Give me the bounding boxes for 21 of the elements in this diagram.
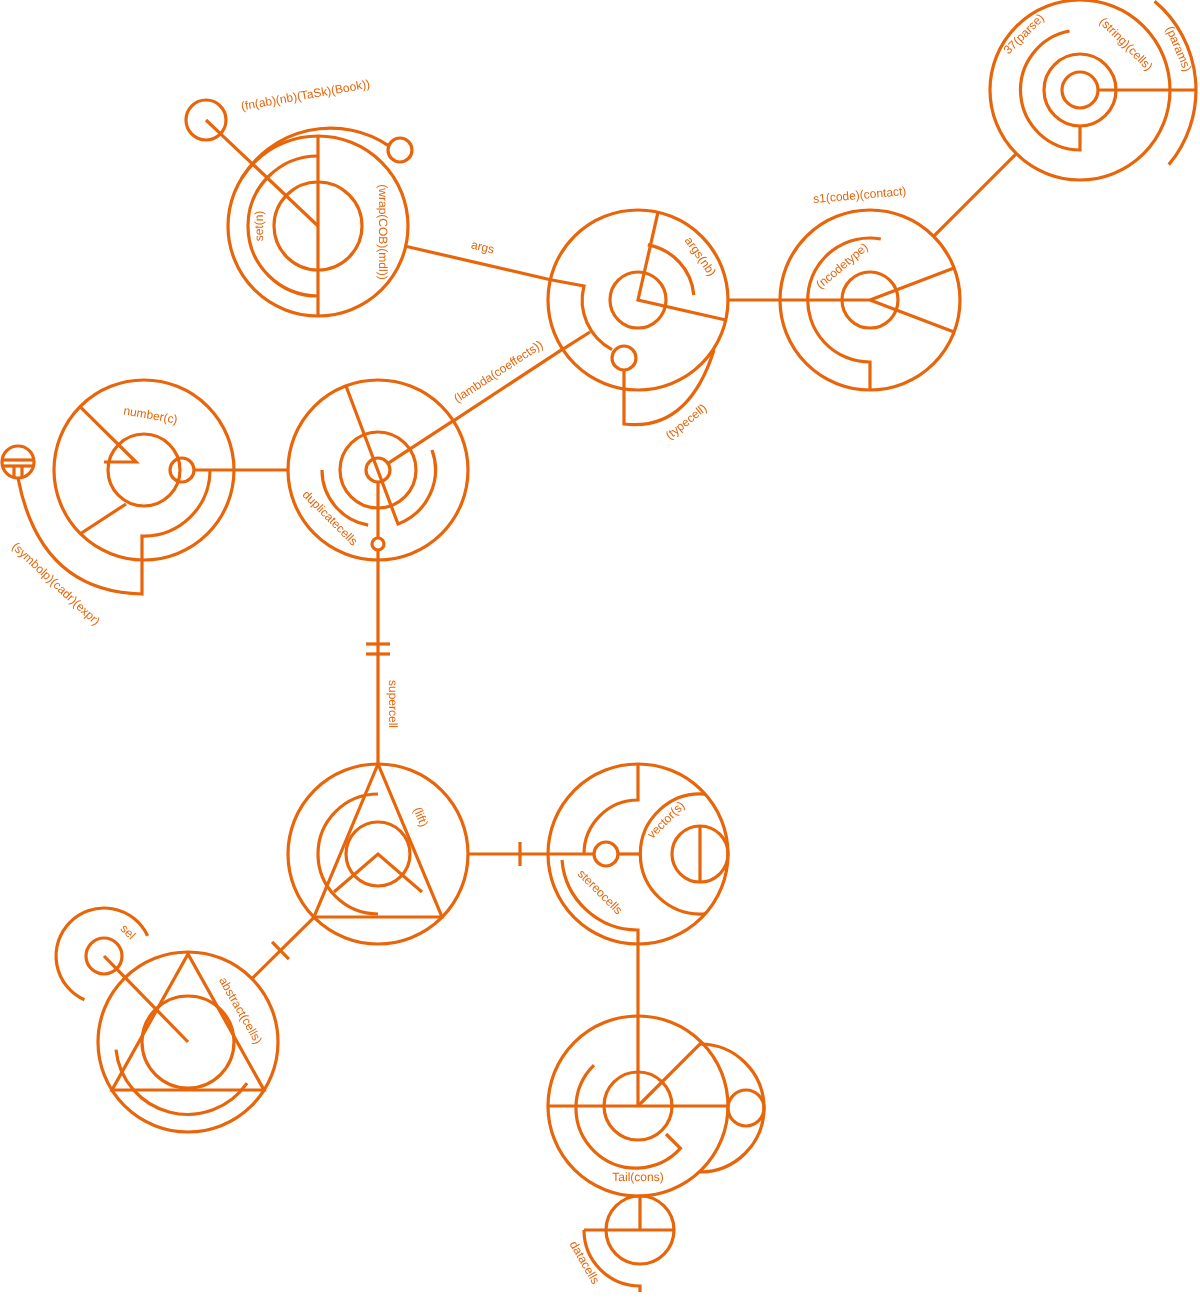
connector-line bbox=[115, 967, 127, 979]
glyph-circle bbox=[778, 180, 962, 392]
connector-line bbox=[468, 840, 548, 868]
glyph-circle bbox=[286, 762, 470, 946]
glyph-circle bbox=[546, 1014, 730, 1198]
connector-line bbox=[366, 560, 390, 764]
barred-circle bbox=[0, 444, 36, 480]
connector-line bbox=[728, 298, 780, 302]
connector-line bbox=[636, 944, 640, 1016]
connector-line bbox=[16, 477, 144, 596]
connector-line bbox=[234, 468, 288, 472]
small-circle bbox=[184, 98, 228, 142]
connector-line bbox=[250, 916, 316, 980]
glyph-circle bbox=[226, 134, 410, 318]
connector-line bbox=[932, 152, 1018, 238]
glyph-circle bbox=[96, 950, 280, 1134]
connector-line bbox=[452, 347, 564, 423]
small-circle bbox=[386, 136, 414, 164]
glyph-circle bbox=[988, 0, 1198, 182]
connector-line bbox=[219, 132, 254, 166]
connector-line bbox=[405, 244, 551, 282]
